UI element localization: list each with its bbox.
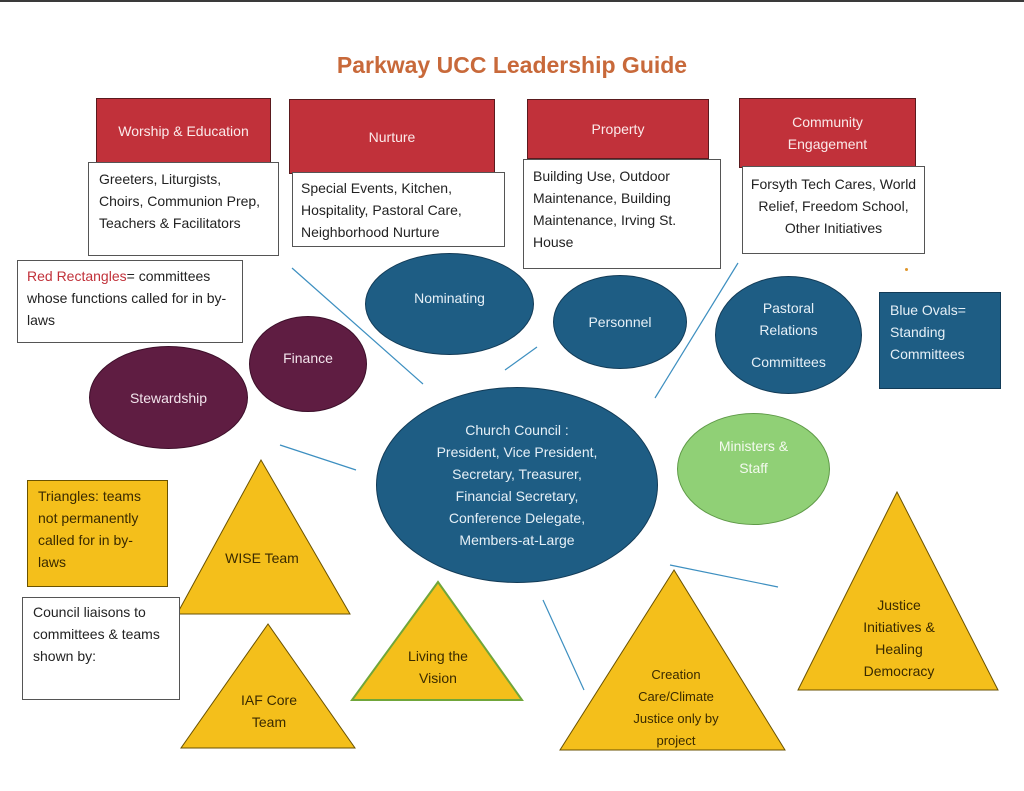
legend-red-rectangles-label: Red Rectangles <box>27 268 127 284</box>
oval-ministers-staff: Ministers & Staff <box>677 413 830 525</box>
liaison-line-personnel <box>504 346 538 371</box>
committee-worship-label: Worship & Education <box>118 123 249 139</box>
legend-triangles: Triangles: teams not permanently called … <box>27 480 168 587</box>
oval-church-council-title: Church Council : <box>465 422 569 438</box>
committee-property-label: Property <box>591 121 645 137</box>
committee-community-details: Forsyth Tech Cares, World Relief, Freedo… <box>742 166 925 254</box>
triangle-living-vision <box>350 580 524 701</box>
oval-nominating: Nominating <box>365 253 534 355</box>
team-iaf-label: IAF Core Team <box>240 692 297 730</box>
oval-finance: Finance <box>249 316 367 412</box>
committee-nurture-header: Nurture <box>289 99 495 174</box>
page-title: Parkway UCC Leadership Guide <box>336 52 688 78</box>
legend-liaisons: Council liaisons to committees & teams s… <box>22 597 180 700</box>
oval-stewardship-label: Stewardship <box>129 389 208 406</box>
oval-finance-label: Finance <box>283 350 333 366</box>
oval-stewardship: Stewardship <box>89 346 248 449</box>
oval-ministers-staff-label: Ministers & Staff <box>718 438 789 476</box>
committee-community-label: Community Engagement <box>787 114 868 152</box>
team-justice-label: Justice Initiatives & Healing Democracy <box>863 597 935 679</box>
oval-pastoral-relations-line2: Relations <box>759 322 818 338</box>
oval-personnel-label: Personnel <box>588 314 652 330</box>
triangle-justice <box>797 490 999 691</box>
legend-blue-ovals: Blue Ovals= Standing Committees <box>879 292 1001 389</box>
oval-pastoral-relations-line3: Committees <box>751 354 826 370</box>
oval-church-council-members: President, Vice President, Secretary, Tr… <box>436 444 598 548</box>
liaison-line-wise <box>279 444 357 471</box>
top-border <box>0 0 1024 2</box>
triangle-creation <box>559 569 786 751</box>
oval-pastoral-relations: Pastoral Relations Committees <box>715 276 862 394</box>
team-wise-label: WISE Team <box>225 550 299 566</box>
oval-personnel: Personnel <box>553 275 687 369</box>
team-living-vision-label: Living the Vision <box>408 648 468 686</box>
decorative-dot <box>905 268 908 271</box>
committee-nurture-details: Special Events, Kitchen, Hospitality, Pa… <box>292 172 505 247</box>
liaison-line-justice <box>669 564 779 588</box>
oval-nominating-label: Nominating <box>414 290 485 306</box>
committee-property-details: Building Use, Outdoor Maintenance, Build… <box>523 159 721 269</box>
legend-red-rectangles-text: = committees whose functions called for … <box>27 268 227 328</box>
legend-red-rectangles: Red Rectangles= committees whose functio… <box>17 260 243 343</box>
committee-worship-details: Greeters, Liturgists, Choirs, Communion … <box>88 162 279 256</box>
liaison-line-community <box>654 262 739 399</box>
committee-nurture-label: Nurture <box>368 128 416 145</box>
liaison-line-creation <box>542 599 585 691</box>
oval-church-council: Church Council : President, Vice Preside… <box>376 387 658 583</box>
committee-community-header: Community Engagement <box>739 98 916 168</box>
committee-worship-header: Worship & Education <box>96 98 271 164</box>
triangle-wise <box>176 458 351 615</box>
triangle-iaf <box>180 623 356 749</box>
team-creation-care-label: Creation Care/Climate Justice only by pr… <box>633 667 719 748</box>
committee-property-header: Property <box>527 99 709 159</box>
oval-pastoral-relations-line1: Pastoral <box>762 300 815 316</box>
liaison-line-nurture <box>291 267 424 385</box>
